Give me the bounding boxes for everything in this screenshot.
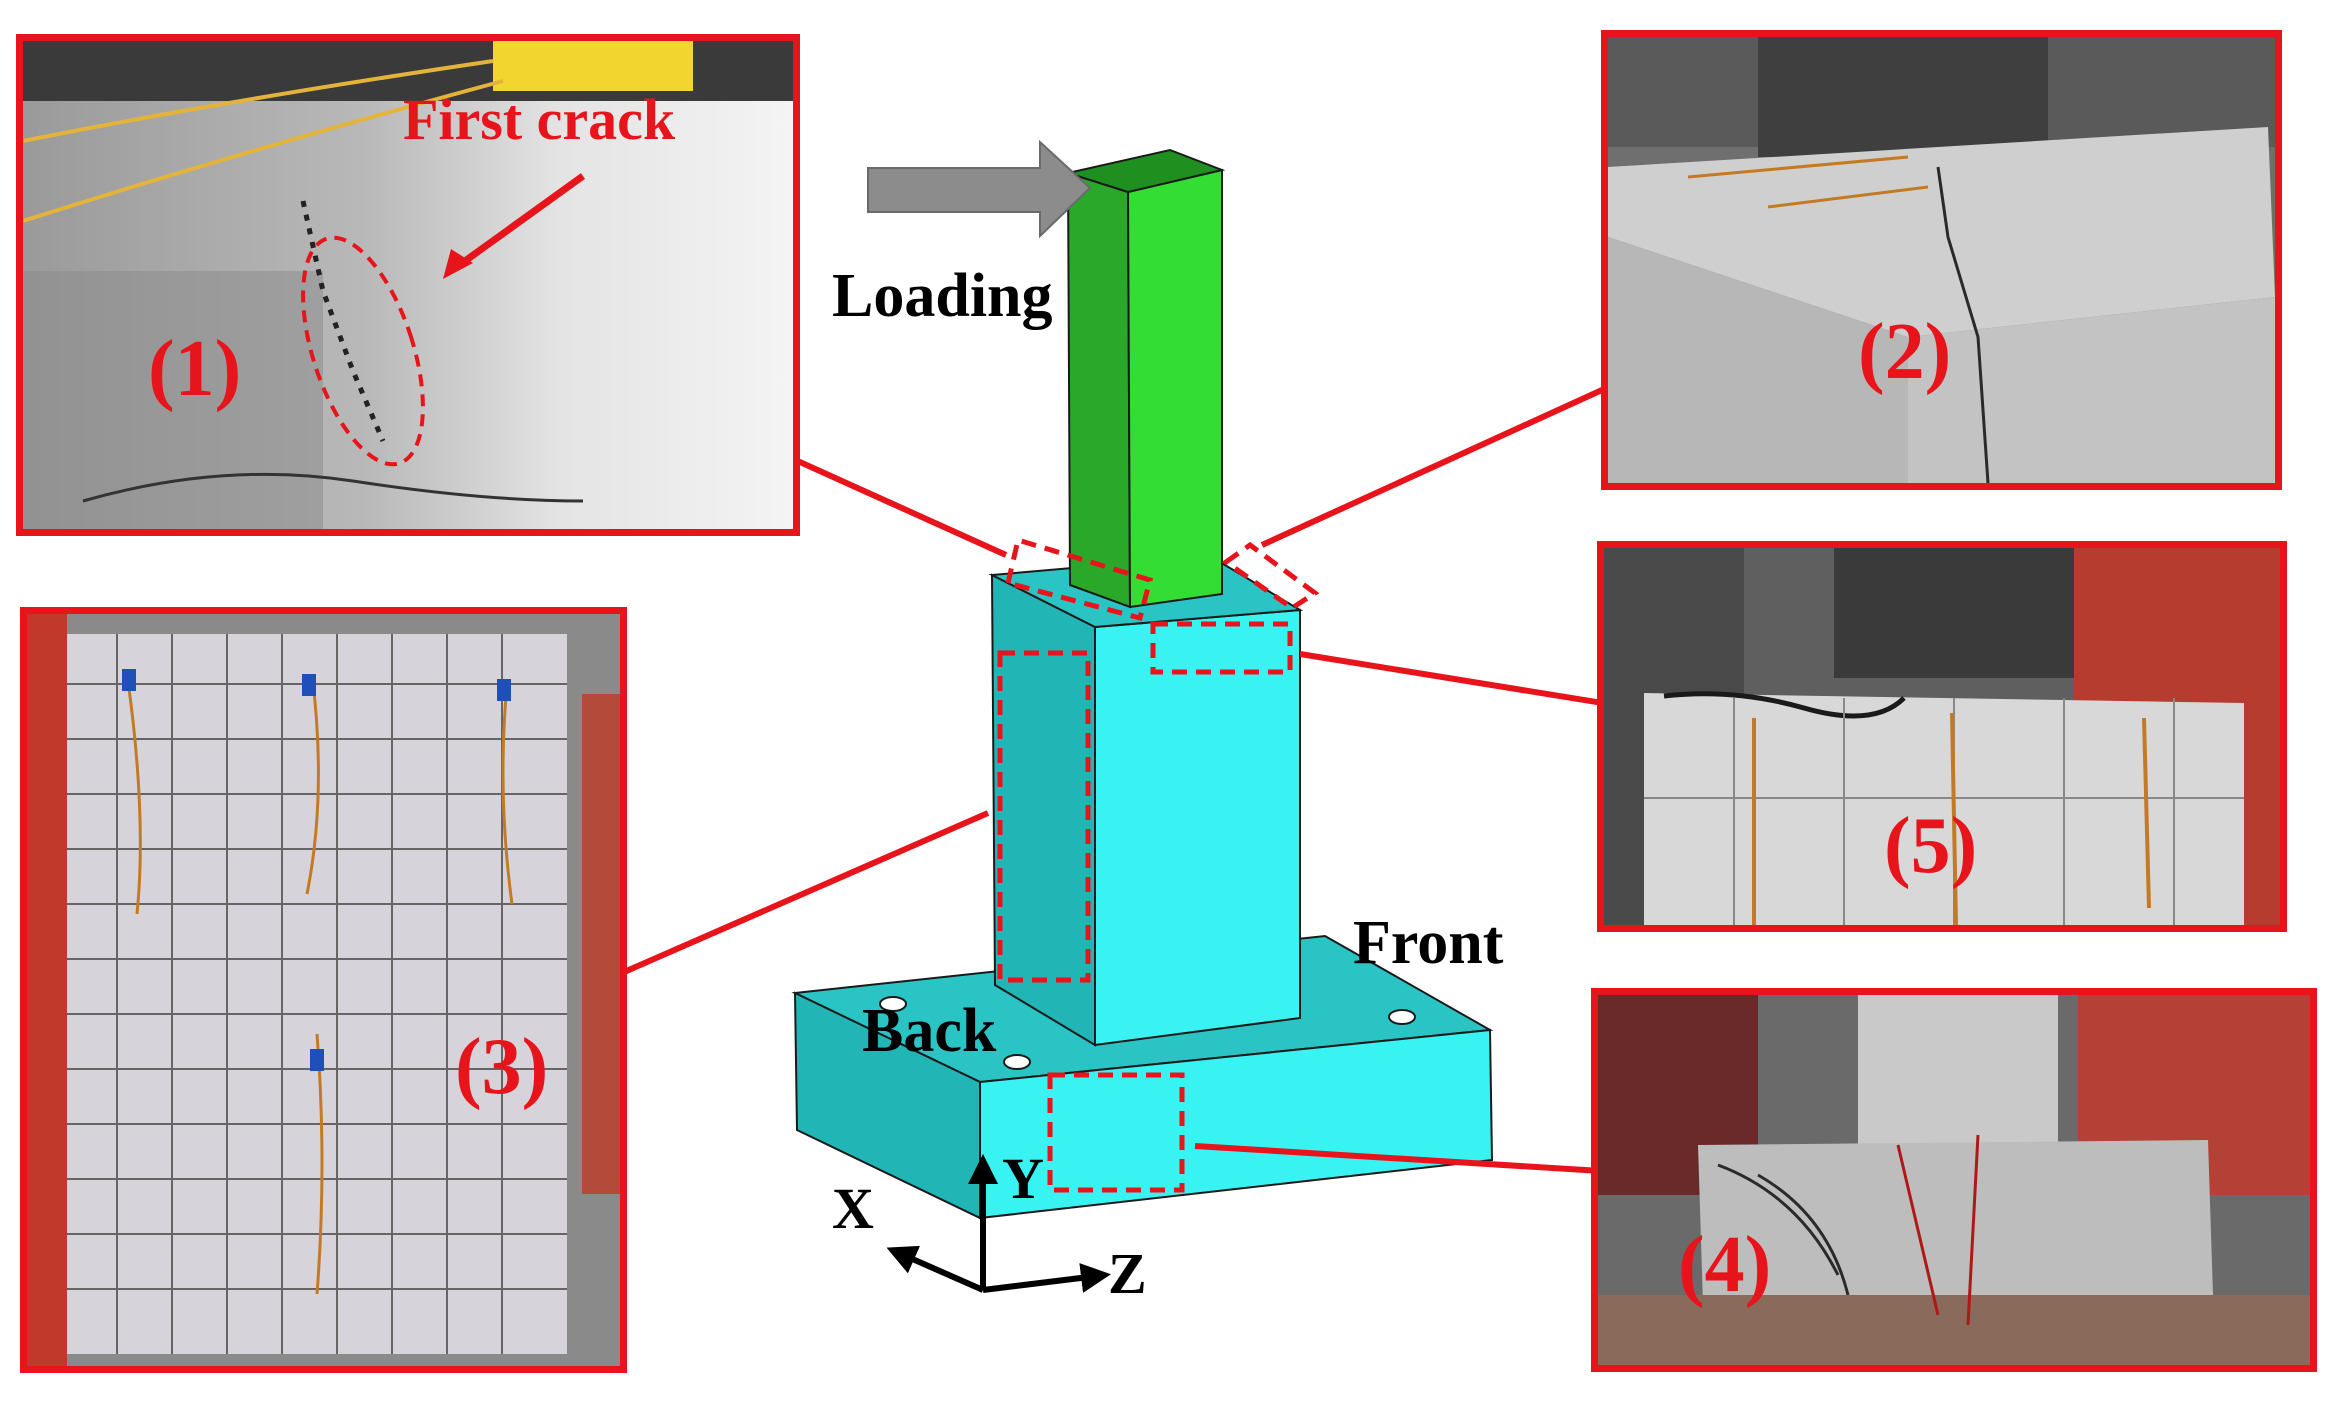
photo-top-crack: (5) (1597, 541, 2287, 932)
loading-column (1064, 148, 1226, 609)
column-block (988, 554, 1304, 1047)
back-label: Back (862, 997, 997, 1065)
dashed-regions (997, 536, 1320, 1193)
loading-arrow (867, 139, 1092, 239)
photo-2-image (1608, 37, 2275, 483)
axis-z-label: Z (1108, 1241, 1147, 1306)
photo-3-label: (3) (455, 1023, 549, 1111)
footing (791, 934, 1494, 1220)
photo-1-image (23, 41, 793, 529)
photo-footing-crack: (4) (1591, 988, 2317, 1372)
axis-y-label: Y (1002, 1146, 1044, 1211)
photo-corner-crack: (2) (1601, 30, 2282, 490)
photo-4-label: (4) (1678, 1221, 1772, 1309)
first-crack-label: First crack (403, 87, 676, 152)
axis-x-label: X (832, 1176, 874, 1241)
photo-3-image (27, 614, 620, 1366)
photo-first-crack: First crack (1) (16, 34, 800, 536)
photo-side-cracks: (3) (20, 607, 627, 1373)
photo-5-label: (5) (1884, 802, 1978, 890)
photo-1-label: (1) (148, 325, 242, 413)
photo-4-image (1598, 995, 2310, 1365)
photo-2-label: (2) (1858, 308, 1952, 396)
loading-label: Loading (832, 262, 1053, 330)
front-label: Front (1353, 909, 1504, 977)
photo-5-image (1604, 548, 2280, 925)
coordinate-axes (886, 1154, 1111, 1293)
